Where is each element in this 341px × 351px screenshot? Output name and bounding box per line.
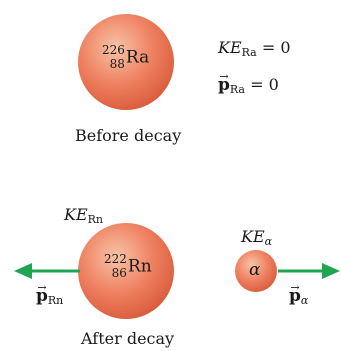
radium-nucleus-label: 226 88 Ra	[102, 43, 150, 72]
radon-nucleus	[78, 223, 174, 319]
momentum-vector-symbol: →p	[218, 70, 230, 95]
radium-nucleus	[78, 14, 174, 110]
radon-momentum-arrow	[14, 263, 80, 279]
radium-mass-number: 226	[102, 43, 125, 57]
radon-momentum-label: →pRn	[36, 281, 64, 307]
radon-isotope-numbers: 222 86	[104, 252, 127, 281]
radon-ke-label: KERn	[64, 205, 104, 226]
alpha-momentum-arrow	[278, 263, 340, 279]
after-decay-caption: After decay	[81, 329, 175, 348]
alpha-particle	[235, 250, 277, 292]
alpha-momentum-label: →pα	[289, 281, 309, 307]
radon-nucleus-label: 222 86 Rn	[104, 252, 152, 281]
radon-symbol: Rn	[127, 256, 152, 277]
alpha-ke-label: KEα	[241, 227, 273, 248]
alpha-symbol: α	[249, 260, 261, 280]
radon-mass-number: 222	[104, 252, 127, 266]
radium-ke-label: KERa = 0	[218, 38, 291, 59]
radium-atomic-number: 88	[109, 56, 125, 71]
radium-symbol: Ra	[125, 47, 150, 68]
radon-atomic-number: 86	[111, 265, 127, 280]
radium-momentum-label: →pRa = 0	[218, 70, 279, 96]
radium-isotope-numbers: 226 88	[102, 43, 125, 72]
before-decay-caption: Before decay	[75, 126, 182, 145]
